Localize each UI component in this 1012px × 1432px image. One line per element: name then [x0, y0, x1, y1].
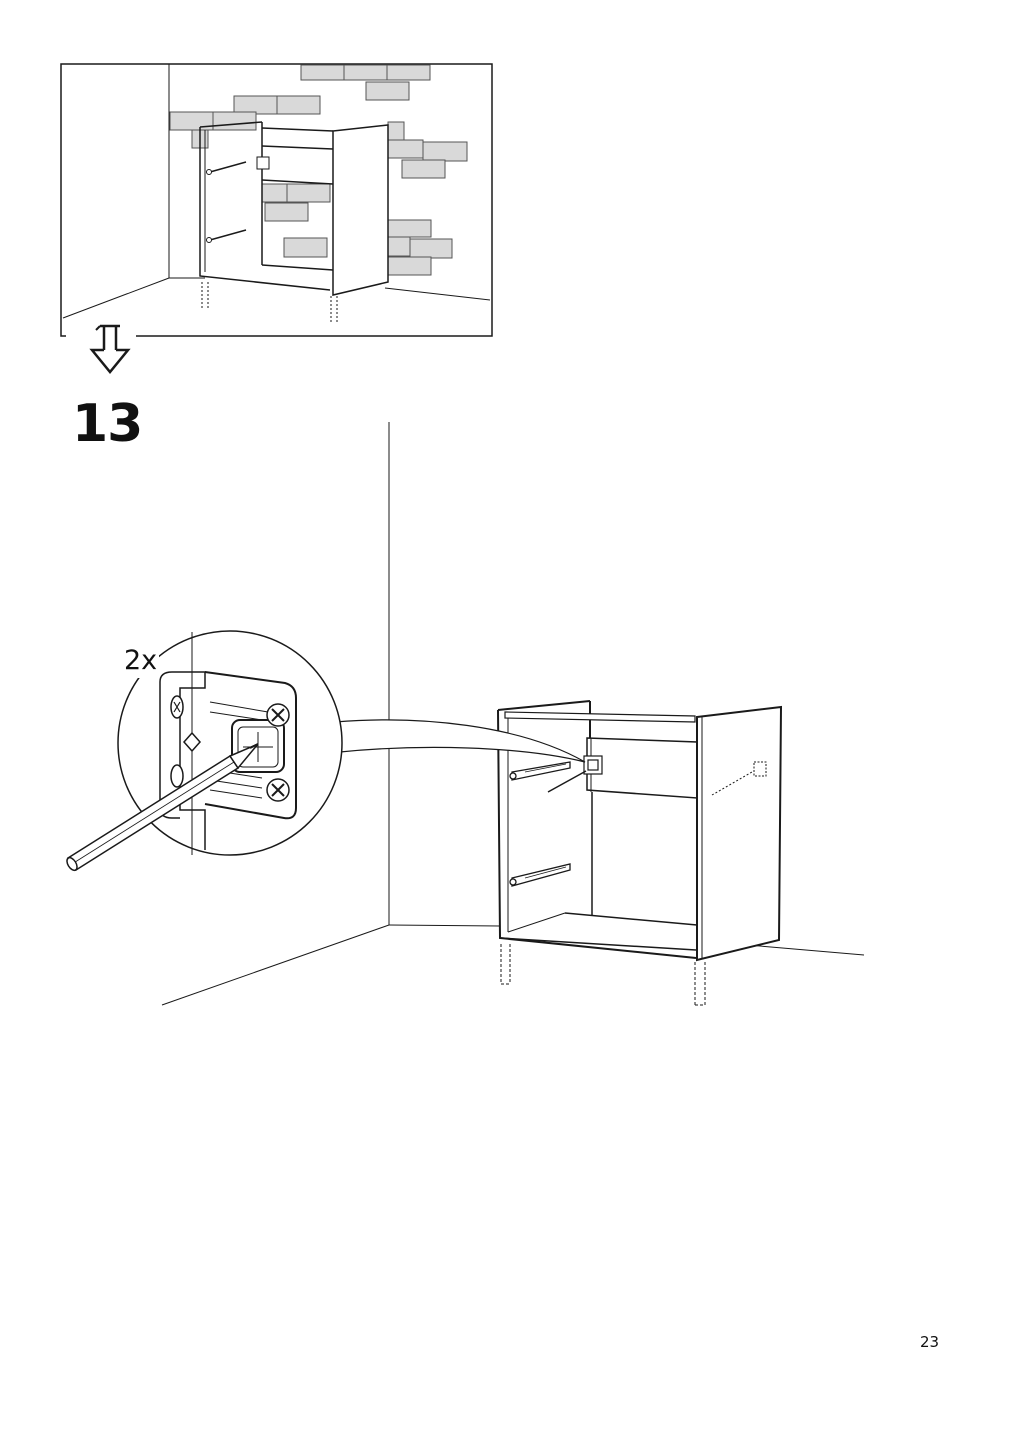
pencil-icon — [66, 743, 259, 872]
leg-icon — [500, 944, 706, 1006]
step-number: 13 — [72, 394, 143, 454]
room-wall-lines — [161, 422, 865, 1006]
wall-bracket-icon — [547, 755, 603, 793]
leg-icon — [201, 282, 338, 324]
cabinet-small — [199, 121, 389, 296]
quantity-label: 2x — [122, 644, 160, 678]
previous-step-panel — [60, 63, 493, 337]
page-number: 23 — [920, 1333, 940, 1351]
cabinet-illustration — [497, 700, 783, 962]
screw-icon — [711, 761, 767, 796]
step-transition-arrow-icon — [66, 324, 136, 374]
drawer-rail-left — [509, 761, 571, 887]
callout-connector — [334, 719, 586, 763]
